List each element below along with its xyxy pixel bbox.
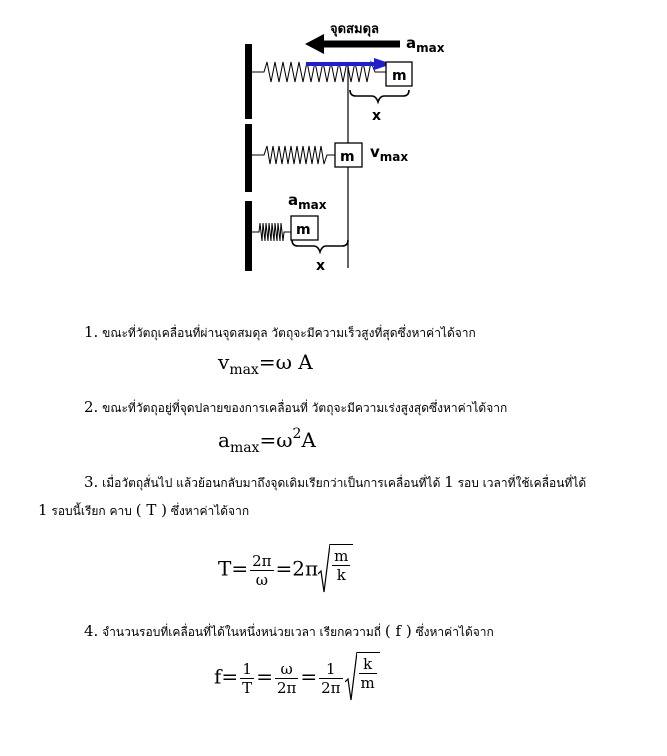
mass-label-top: m (392, 68, 407, 84)
acceleration-arrow-head (305, 34, 324, 54)
wall-bottom (245, 201, 252, 271)
mass-block-top (385, 61, 413, 87)
spring-natural (252, 145, 335, 165)
blue-arrow-head (374, 58, 392, 70)
item-2-text: ขณะที่วัตถุอยู่ที่จุดปลายของการเคลื่อนที… (102, 401, 508, 415)
item-1-number: 1. (84, 323, 99, 341)
mass-label-bottom: m (296, 222, 311, 238)
equation-v-max: vmax=ω A (218, 350, 313, 378)
item-4: 4. จำนวนรอบที่เคลื่อนที่ได้ในหนึ่งหน่วยเ… (84, 622, 494, 640)
shm-spring-diagram: m จุดสมดุล amax x m vmax m amax x (245, 22, 445, 274)
mass-block-middle (334, 142, 363, 168)
a-max-label-bottom: amax (288, 191, 327, 212)
brace-top (349, 89, 410, 105)
item-2: 2. ขณะที่วัตถุอยู่ที่จุดปลายของการเคลื่อ… (84, 398, 507, 418)
item-1: 1. ขณะที่วัตถุเคลื่อนที่ผ่านจุดสมดุล วัต… (84, 323, 476, 343)
spring-compressed (252, 222, 291, 242)
item-3-line-1: 3. เมื่อวัตถุสั่นไป แล้วย้อนกลับมาถึงจุด… (84, 473, 587, 491)
item-4-number: 4. (84, 622, 99, 640)
brace-bottom (291, 239, 349, 255)
v-max-label: vmax (370, 143, 408, 164)
item-2-number: 2. (84, 398, 99, 416)
mass-label-middle: m (340, 149, 355, 165)
a-max-label-top: amax (406, 34, 445, 55)
mass-block-bottom (290, 215, 319, 241)
wall-top (245, 44, 252, 119)
wall-middle (245, 124, 252, 192)
spring-stretched (252, 60, 386, 83)
equation-a-max: amax=ω2A (218, 426, 316, 456)
x-label-top: x (372, 108, 381, 124)
item-1-text: ขณะที่วัตถุเคลื่อนที่ผ่านจุดสมดุล วัตถุจ… (102, 326, 476, 340)
x-label-bottom: x (316, 258, 325, 274)
equilibrium-label: จุดสมดุล (330, 22, 379, 37)
item-3-number: 3. (84, 473, 99, 491)
item-3-line-2: 1 รอบนี้เรียก คาบ ( T ) ซึ่งหาค่าได้จาก (38, 501, 250, 519)
